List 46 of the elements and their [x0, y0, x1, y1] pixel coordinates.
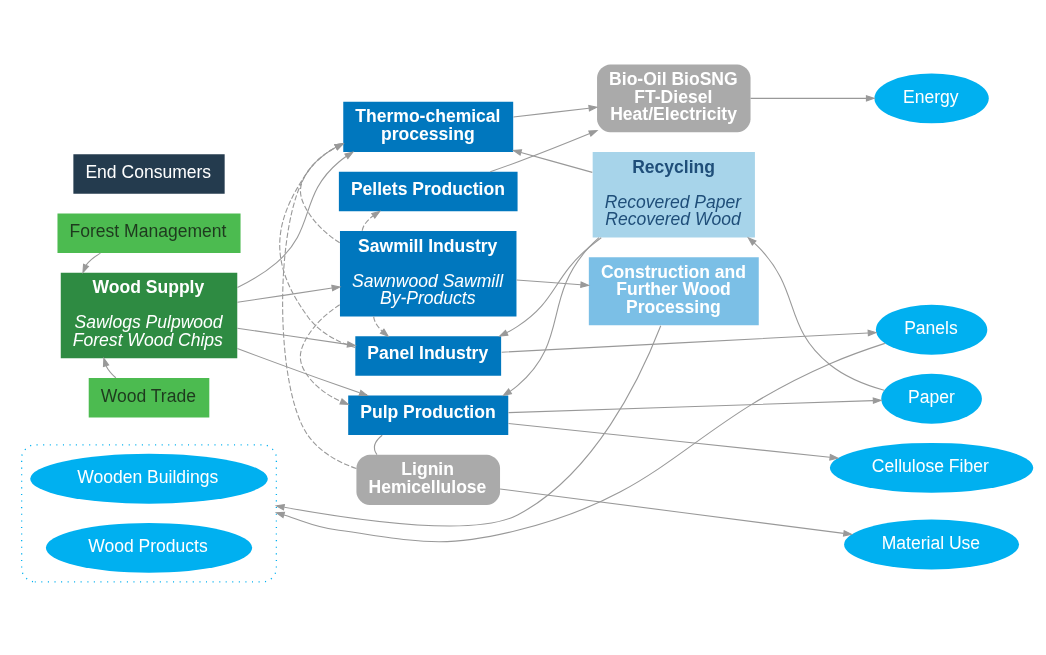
arrow	[507, 422, 840, 461]
arrow	[501, 329, 878, 353]
arrow	[750, 94, 876, 102]
arrow	[499, 488, 854, 537]
node-box: Sawmill Industry Sawnwood Sawmill By-Products	[339, 231, 517, 317]
arrow	[489, 129, 599, 173]
node-box: End Consumers	[73, 154, 225, 194]
node-box: Panel Industry	[355, 336, 502, 376]
arrow	[507, 397, 883, 414]
node-box: Recycling Recovered Paper Recovered Wood	[592, 152, 755, 238]
arrow	[236, 284, 342, 303]
node-box: Pellets Production	[338, 171, 518, 212]
node-box: Wood Supply Sawlogs Pulpwood Forest Wood Chips	[60, 272, 238, 359]
node-ellipse: Panels	[875, 304, 988, 355]
arrow	[274, 325, 662, 527]
arrow	[373, 316, 390, 338]
arrow	[515, 279, 591, 289]
node-ellipse: Paper	[881, 373, 982, 424]
arrow	[236, 327, 357, 348]
arrow	[82, 252, 101, 274]
arrow	[361, 210, 382, 232]
arrow	[502, 237, 600, 397]
arrow	[236, 151, 355, 289]
node-ellipse: Energy	[874, 73, 989, 124]
node-box: Pulp Production	[348, 395, 509, 435]
arrow	[512, 104, 599, 118]
node-box: Wood Trade	[88, 377, 210, 418]
arrow	[279, 142, 356, 349]
arrow	[498, 237, 602, 337]
node-box: Lignin Hemicellulose	[356, 454, 501, 506]
arrow	[236, 347, 369, 397]
node-box: Thermo-chemical processing	[343, 101, 514, 153]
cluster	[20, 444, 278, 583]
arrow	[102, 356, 117, 379]
node-box: Forest Management	[57, 213, 241, 253]
arrow	[511, 149, 593, 173]
connector	[373, 434, 383, 456]
node-ellipse: Wood Products	[45, 522, 253, 573]
arrow	[747, 236, 885, 391]
node-ellipse: Wooden Buildings	[30, 453, 268, 504]
arrow	[282, 142, 357, 470]
node-box: Bio-Oil BioSNG FT-Diesel Heat/Electricity	[597, 64, 751, 133]
arrow	[299, 304, 350, 405]
arrow	[274, 342, 886, 543]
node-box: Construction and Further Wood Processing	[588, 257, 759, 326]
arrow	[299, 142, 345, 244]
